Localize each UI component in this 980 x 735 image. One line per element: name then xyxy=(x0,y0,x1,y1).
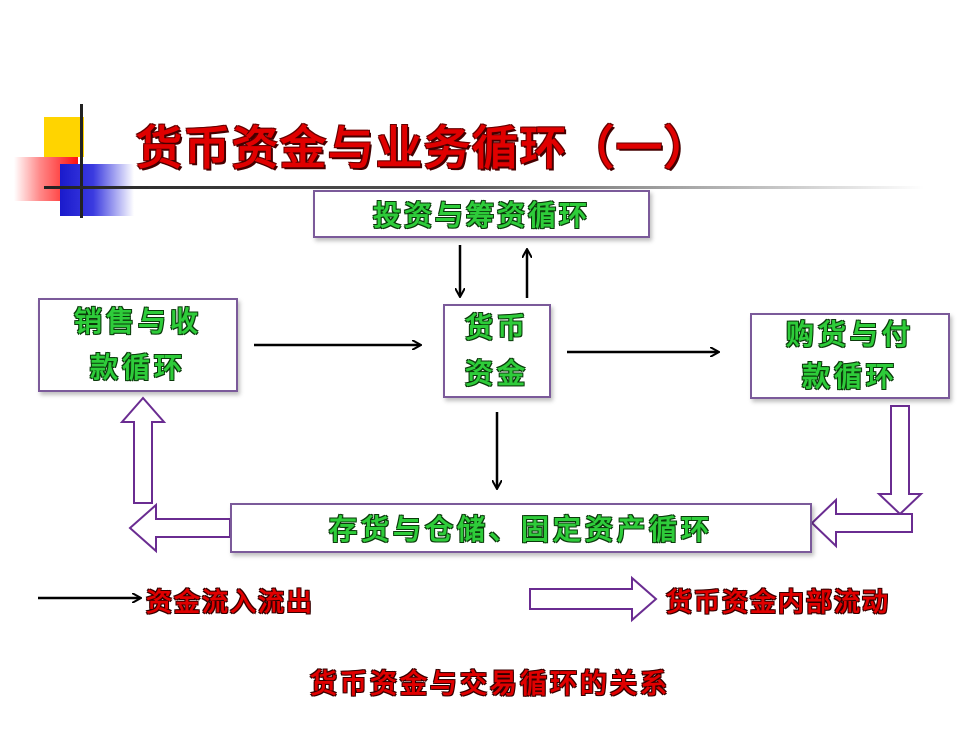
box-label: 投资与筹资循环 xyxy=(372,199,590,232)
box-monetary-funds: 货币 资金 xyxy=(443,304,551,398)
hollow-arrow-inventory-to-left xyxy=(128,502,231,554)
title-underline xyxy=(44,186,924,189)
slide-title: 货币资金与业务循环（一） xyxy=(136,121,712,175)
box-investment-financing-cycle: 投资与筹资循环 xyxy=(313,190,650,238)
hollow-arrow-purchase-to-inventory xyxy=(876,405,924,516)
box-inventory-fixed-assets-cycle: 存货与仓储、固定资产循环 xyxy=(230,503,812,553)
legend-solid-label: 资金流入流出 xyxy=(146,588,315,618)
box-sales-collection-cycle: 销售与收 款循环 xyxy=(38,298,238,392)
box-label: 货币 资金 xyxy=(464,311,529,390)
legend-hollow-arrow xyxy=(529,575,658,623)
box-label: 销售与收 款循环 xyxy=(73,305,202,384)
box-label: 存货与仓储、固定资产循环 xyxy=(328,513,713,546)
hollow-arrow-up-to-sales xyxy=(119,396,167,504)
legend-hollow-label: 货币资金内部流动 xyxy=(666,588,891,618)
hollow-arrow-into-inventory-box xyxy=(810,497,913,549)
diagram-caption: 货币资金与交易循环的关系 xyxy=(310,669,670,700)
decor-blue-square xyxy=(60,164,134,216)
box-label: 购货与付 款循环 xyxy=(785,318,914,393)
decor-yellow-square xyxy=(44,117,84,157)
decor-vertical-line xyxy=(80,104,83,218)
box-purchase-payment-cycle: 购货与付 款循环 xyxy=(750,313,950,399)
